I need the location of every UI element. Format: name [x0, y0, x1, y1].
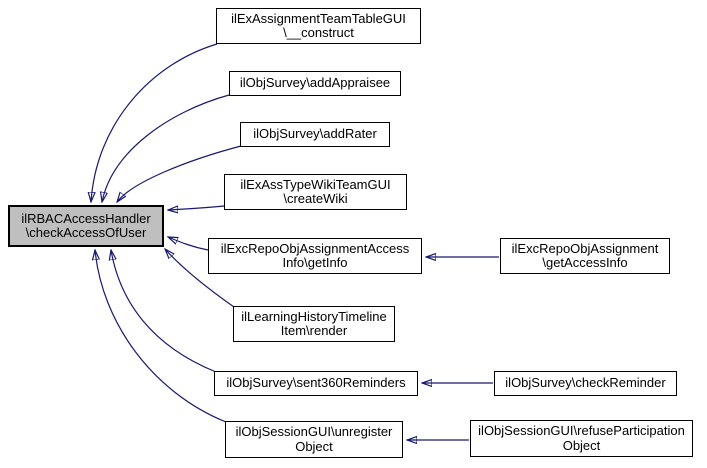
node-label: \__construct [283, 25, 354, 40]
node-unregisterObject[interactable]: ilObjSessionGUI\unregister Object [225, 421, 403, 458]
edge-createWiki-to-center [168, 206, 225, 210]
node-label: Item\render [280, 323, 348, 338]
edge-getInfo-to-center [168, 237, 209, 251]
node-label: ilLearningHistoryTimeline [241, 308, 387, 324]
node-label: Object [295, 438, 333, 454]
node-label: ilExAssignmentTeamTableGUI [231, 10, 406, 26]
node-label: Info\getInfo [282, 255, 348, 270]
node-label: ilExcRepoObjAssignment [511, 240, 659, 256]
node-label: ilExAssTypeWikiTeamGUI [240, 176, 391, 192]
node-label: \checkAccessOfUser [25, 225, 147, 240]
node-label: ilObjSurvey\addRater [253, 126, 377, 142]
node-label: \createWiki [283, 191, 348, 206]
edge-addRater-to-center [117, 145, 242, 202]
edge-render-to-center [165, 249, 235, 308]
node-label: ilObjSessionGUI\refuseParticipation [478, 423, 685, 438]
node-label: ilObjSurvey\addAppraisee [239, 75, 391, 91]
edge-addAppraisee-to-center [102, 94, 230, 202]
node-refuseParticipationObject[interactable]: ilObjSessionGUI\refuseParticipation Obje… [470, 420, 693, 457]
node-addRater[interactable]: ilObjSurvey\addRater [240, 122, 390, 147]
node-label: ilObjSessionGUI\unregister [235, 424, 393, 439]
node-label: Object [562, 437, 601, 453]
node-label: ilExcRepoObjAssignmentAccess [220, 240, 410, 256]
node-label: ilObjSurvey\sent360Reminders [226, 375, 406, 391]
node-getAccessInfo[interactable]: ilExcRepoObjAssignment \getAccessInfo [500, 238, 670, 274]
node-checkReminder[interactable]: ilObjSurvey\checkReminder [494, 371, 677, 396]
node-label: ilRBACAccessHandler [21, 210, 151, 226]
node-sent360Reminders[interactable]: ilObjSurvey\sent360Reminders [214, 371, 418, 396]
edge-sent360Reminders-to-center [111, 250, 217, 373]
edge-construct-to-center [91, 43, 218, 202]
node-construct[interactable]: ilExAssignmentTeamTableGUI \__construct [216, 8, 421, 44]
node-label: \getAccessInfo [542, 255, 628, 270]
node-addAppraisee[interactable]: ilObjSurvey\addAppraisee [229, 71, 401, 96]
node-checkAccessOfUser: ilRBACAccessHandler \checkAccessOfUser [8, 205, 164, 247]
node-createWiki[interactable]: ilExAssTypeWikiTeamGUI \createWiki [224, 174, 407, 210]
node-render[interactable]: ilLearningHistoryTimeline Item\render [233, 306, 395, 342]
edge-unregisterObject-to-center [95, 250, 227, 423]
node-getInfo[interactable]: ilExcRepoObjAssignmentAccess Info\getInf… [208, 238, 422, 274]
node-label: ilObjSurvey\checkReminder [505, 375, 666, 391]
